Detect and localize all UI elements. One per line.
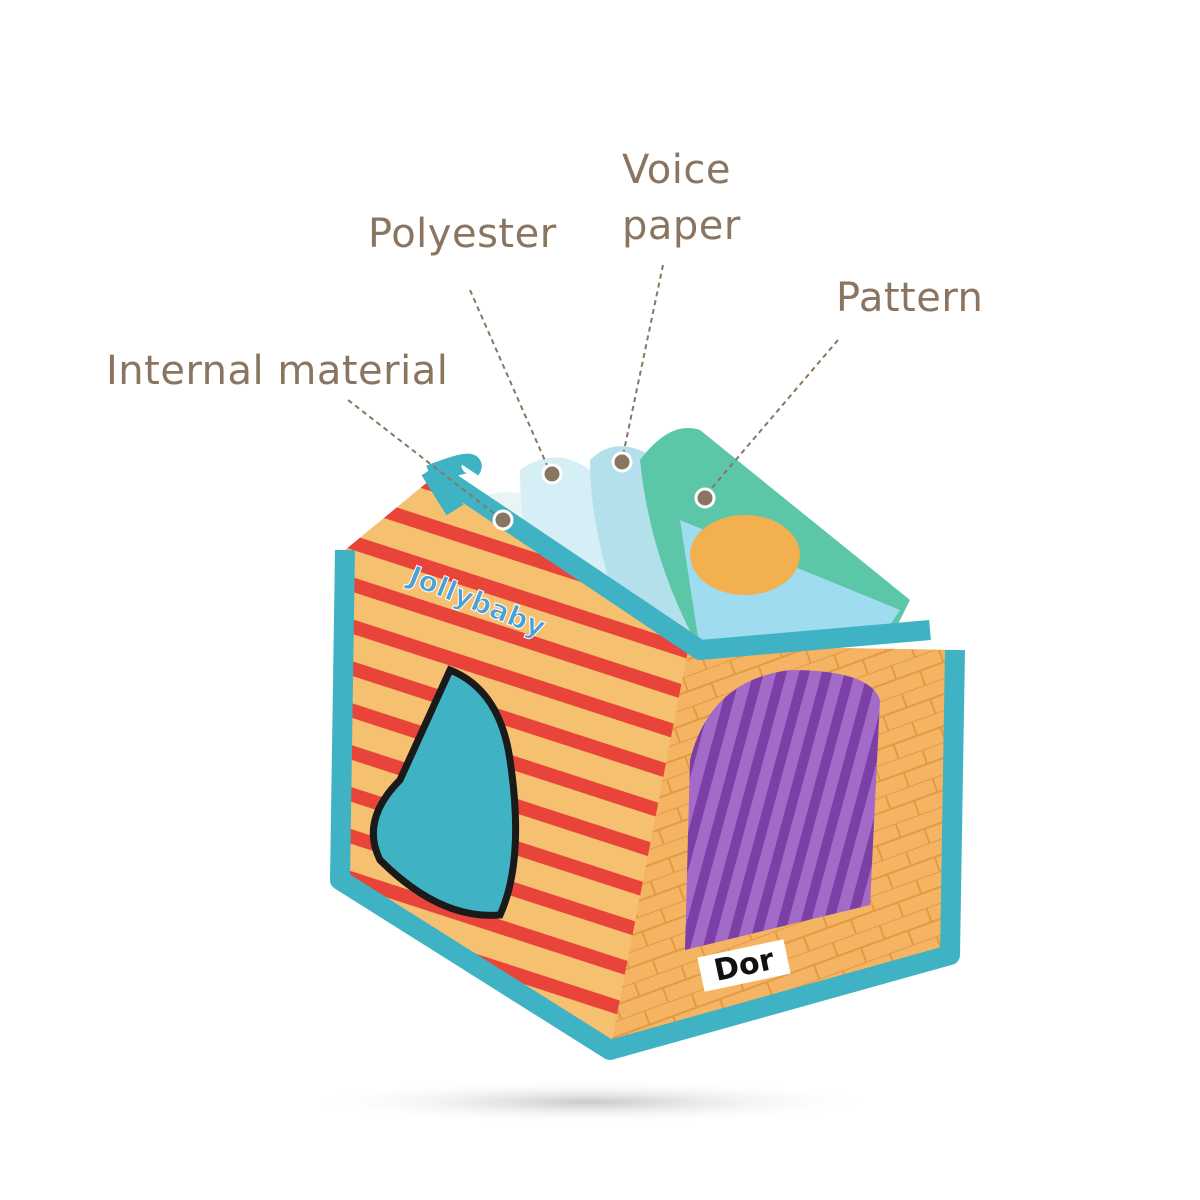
leader-dots [492,451,716,531]
letter-d [369,665,520,919]
leader-lines [347,264,839,519]
label-polyester: Polyester [368,211,557,257]
label-voice-paper-line1: Voice [622,147,731,193]
label-pattern: Pattern [836,275,984,321]
label-voice-paper: Voice paper [622,142,741,254]
shadow [300,1080,880,1124]
label-voice-paper-line2: paper [622,203,741,249]
cube-left-face [340,480,690,1050]
door [685,670,880,950]
label-internal-material: Internal material [106,348,449,394]
